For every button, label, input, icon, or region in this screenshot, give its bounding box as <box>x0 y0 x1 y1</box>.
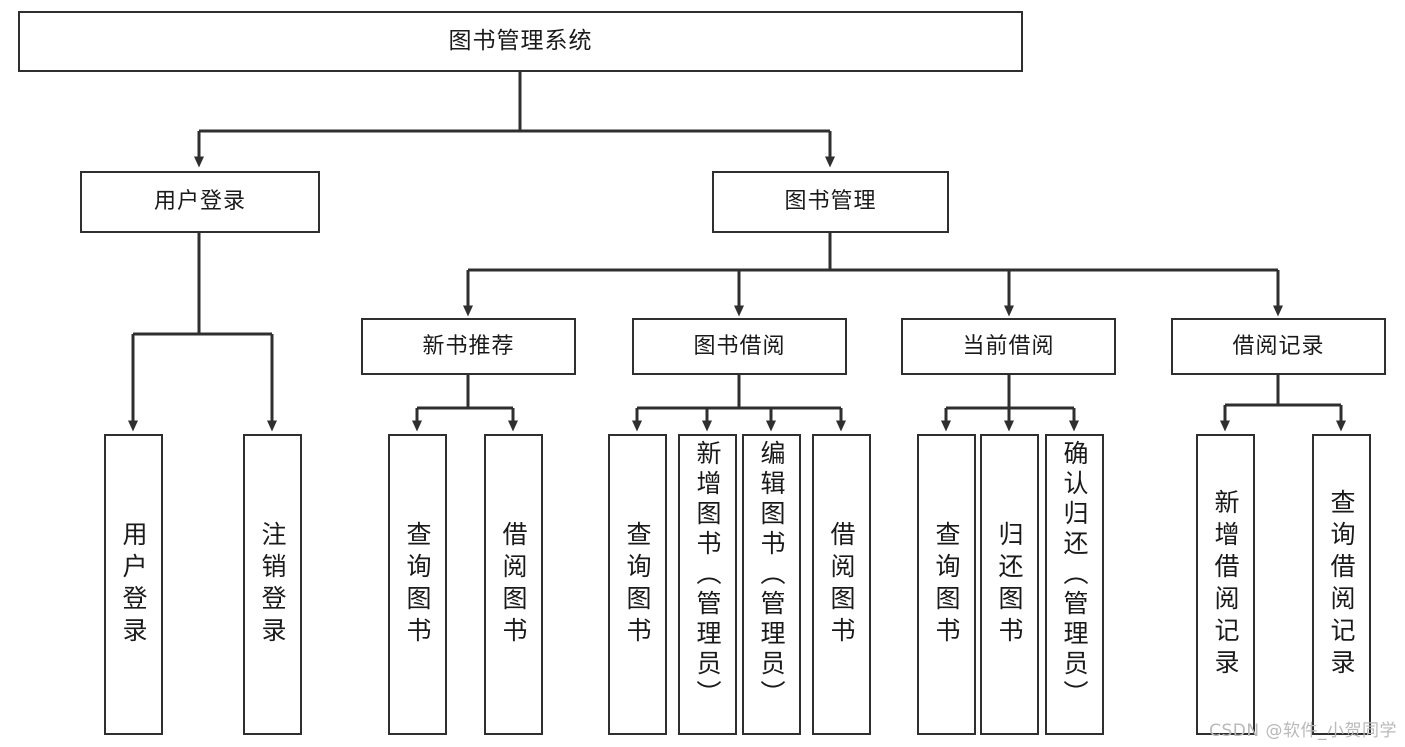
leaf-records-query-record[interactable]: 查询借阅记录 <box>1312 434 1371 735</box>
node-label: 借阅图书 <box>827 520 856 649</box>
leaf-recommend-borrow-book[interactable]: 借阅图书 <box>484 434 543 735</box>
node-label: 新增图书（管理员） <box>693 440 722 710</box>
node-label: 确认归还（管理员） <box>1060 440 1089 710</box>
node-label: 归还图书 <box>995 520 1024 649</box>
node-borrow-records[interactable]: 借阅记录 <box>1171 318 1386 375</box>
node-user-login[interactable]: 用户登录 <box>80 171 320 233</box>
leaf-recommend-query-book[interactable]: 查询图书 <box>388 434 447 735</box>
node-label: 用户登录 <box>119 520 148 649</box>
leaf-borrow-query-book[interactable]: 查询图书 <box>608 434 667 735</box>
leaf-borrow-add-book-admin[interactable]: 新增图书（管理员） <box>678 434 737 735</box>
leaf-borrow-edit-book-admin[interactable]: 编辑图书（管理员） <box>742 434 801 735</box>
node-current-borrow[interactable]: 当前借阅 <box>901 318 1116 375</box>
node-label: 新书推荐 <box>422 333 515 359</box>
node-label: 编辑图书（管理员） <box>757 440 786 710</box>
node-book-borrow[interactable]: 图书借阅 <box>632 318 847 375</box>
node-root-system[interactable]: 图书管理系统 <box>18 11 1023 72</box>
node-label: 用户登录 <box>153 189 246 215</box>
node-label: 新增借阅记录 <box>1211 488 1240 681</box>
node-label: 查询图书 <box>932 520 961 649</box>
node-label: 注销登录 <box>258 520 287 649</box>
leaf-user-login[interactable]: 用户登录 <box>104 434 163 735</box>
node-label: 查询图书 <box>403 520 432 649</box>
leaf-current-confirm-return-admin[interactable]: 确认归还（管理员） <box>1045 434 1104 735</box>
leaf-user-logout[interactable]: 注销登录 <box>243 434 302 735</box>
leaf-current-return-book[interactable]: 归还图书 <box>980 434 1039 735</box>
leaf-borrow-borrow-book[interactable]: 借阅图书 <box>812 434 871 735</box>
node-label: 借阅记录 <box>1232 333 1325 359</box>
node-label: 图书管理系统 <box>448 27 593 54</box>
node-label: 图书借阅 <box>693 333 786 359</box>
node-book-management[interactable]: 图书管理 <box>712 171 949 233</box>
csdn-watermark: CSDN @软件_小贺同学 <box>1209 721 1397 741</box>
leaf-records-add-record[interactable]: 新增借阅记录 <box>1196 434 1255 735</box>
node-label: 借阅图书 <box>499 520 528 649</box>
node-label: 查询借阅记录 <box>1327 488 1356 681</box>
node-new-book-recommend[interactable]: 新书推荐 <box>361 318 576 375</box>
node-label: 图书管理 <box>784 189 877 215</box>
node-label: 当前借阅 <box>962 333 1055 359</box>
leaf-current-query-book[interactable]: 查询图书 <box>917 434 976 735</box>
node-label: 查询图书 <box>623 520 652 649</box>
